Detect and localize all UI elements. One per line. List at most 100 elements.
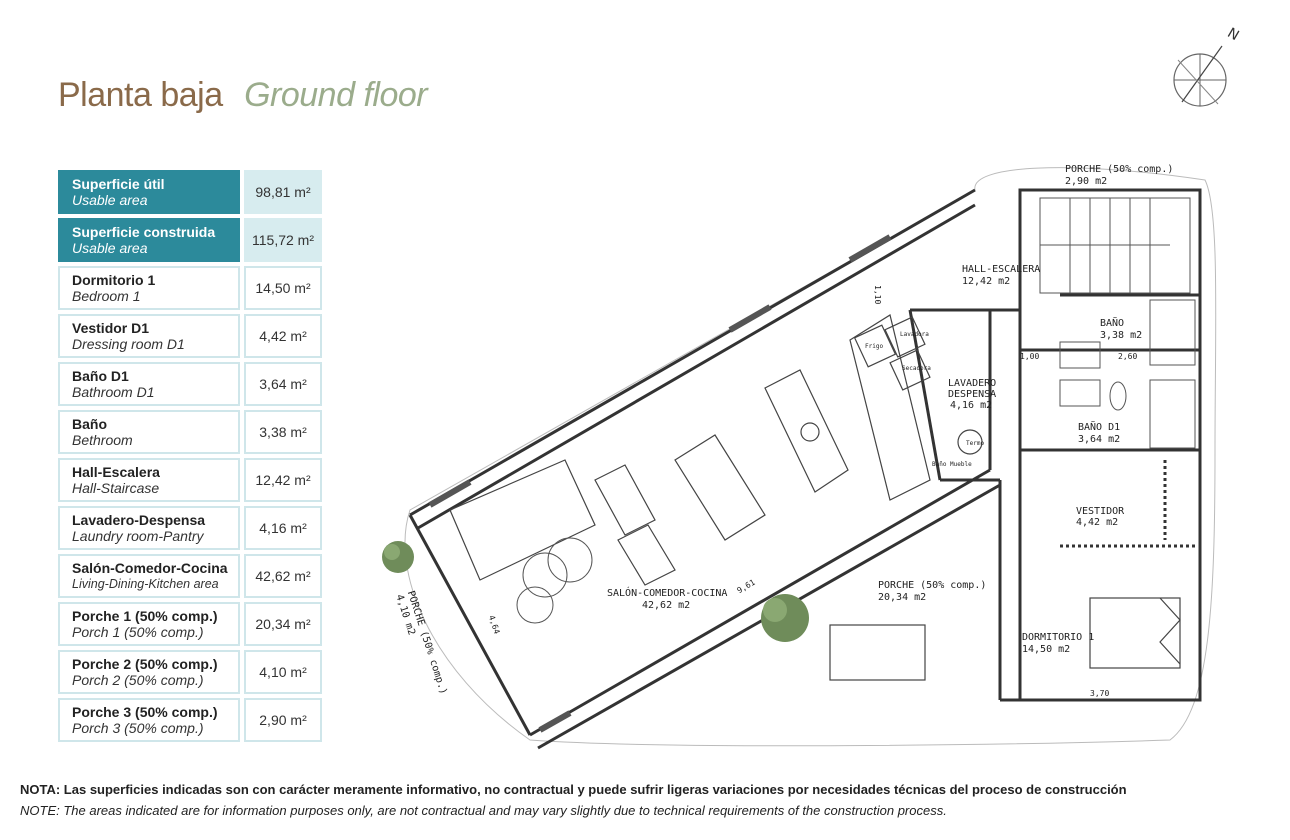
area-name-es: Superficie útil <box>72 176 165 192</box>
label-salon-area: 42,62 m2 <box>642 600 690 611</box>
area-value: 4,42 m² <box>244 314 322 358</box>
area-value: 98,81 m² <box>244 170 322 214</box>
area-row: Baño D1 Bathroom D1 3,64 m² <box>58 362 330 406</box>
area-label: Porche 3 (50% comp.) Porch 3 (50% comp.) <box>58 698 240 742</box>
sofa <box>449 459 676 586</box>
area-label: Salón-Comedor-Cocina Living-Dining-Kitch… <box>58 554 240 598</box>
area-row: Lavadero-Despensa Laundry room-Pantry 4,… <box>58 506 330 550</box>
area-row: Vestidor D1 Dressing room D1 4,42 m² <box>58 314 330 358</box>
area-row: Dormitorio 1 Bedroom 1 14,50 m² <box>58 266 330 310</box>
label-porche-left: PORCHE (50% comp.) <box>405 589 449 695</box>
appliance-label: Secadora <box>902 365 931 372</box>
right-block-walls <box>908 188 1202 702</box>
area-name-en: Porch 3 (50% comp.) <box>72 720 204 736</box>
title-english: Ground floor <box>244 76 428 114</box>
label-hall: HALL-ESCALERA <box>962 264 1040 275</box>
coffee-tables <box>516 537 593 624</box>
appliance-label: Frigo <box>865 343 883 350</box>
area-label: Dormitorio 1 Bedroom 1 <box>58 266 240 310</box>
label-despensa: DESPENSA <box>948 389 996 400</box>
label-bano-d1: BAÑO D1 <box>1078 420 1120 433</box>
appliance-label: Baño Mueble <box>932 461 972 468</box>
area-name-en: Bedroom 1 <box>72 288 141 304</box>
area-name-es: Porche 1 (50% comp.) <box>72 608 218 624</box>
area-row: Salón-Comedor-Cocina Living-Dining-Kitch… <box>58 554 330 598</box>
dining-table <box>674 434 766 541</box>
label-lavadero: LAVADERO <box>948 378 996 389</box>
label-salon: SALÓN-COMEDOR-COCINA <box>607 586 727 599</box>
dimension-label: 2,60 <box>1118 352 1137 361</box>
area-name-es: Baño <box>72 416 107 432</box>
area-name-es: Porche 2 (50% comp.) <box>72 656 218 672</box>
window-segments <box>428 234 892 733</box>
area-name-en: Usable area <box>72 240 148 256</box>
label-bano-area: 3,38 m2 <box>1100 330 1142 341</box>
area-name-es: Hall-Escalera <box>72 464 160 480</box>
bed <box>1089 597 1181 669</box>
area-row: Porche 1 (50% comp.) Porch 1 (50% comp.)… <box>58 602 330 646</box>
area-name-es: Superficie construida <box>72 224 216 240</box>
area-value: 42,62 m² <box>244 554 322 598</box>
tree-icon <box>382 541 809 642</box>
area-value: 20,34 m² <box>244 602 322 646</box>
area-row: Baño Bethroom 3,38 m² <box>58 410 330 454</box>
label-porche-top-area: 2,90 m2 <box>1065 176 1107 187</box>
area-row: Porche 3 (50% comp.) Porch 3 (50% comp.)… <box>58 698 330 742</box>
area-name-en: Porch 2 (50% comp.) <box>72 672 204 688</box>
page-title: Planta baja Ground floor <box>58 76 428 115</box>
area-value: 2,90 m² <box>244 698 322 742</box>
area-value: 3,38 m² <box>244 410 322 454</box>
area-label: Porche 2 (50% comp.) Porch 2 (50% comp.) <box>58 650 240 694</box>
label-porche-mid-area: 20,34 m2 <box>878 592 926 603</box>
area-value: 3,64 m² <box>244 362 322 406</box>
area-value: 115,72 m² <box>244 218 322 262</box>
area-label: Superficie útil Usable area <box>58 170 240 214</box>
kitchen <box>764 314 983 501</box>
area-name-es: Baño D1 <box>72 368 129 384</box>
area-row: Superficie útil Usable area 98,81 m² <box>58 170 330 214</box>
area-name-es: Porche 3 (50% comp.) <box>72 704 218 720</box>
appliance-label: Lavadora <box>900 331 929 338</box>
area-table: Superficie útil Usable area 98,81 m² Sup… <box>58 170 330 746</box>
dimension-label: 4,64 <box>487 614 502 635</box>
area-value: 14,50 m² <box>244 266 322 310</box>
area-label: Baño Bethroom <box>58 410 240 454</box>
label-porche-mid: PORCHE (50% comp.) <box>878 580 986 591</box>
area-name-es: Dormitorio 1 <box>72 272 156 288</box>
living-walls <box>408 188 1001 750</box>
dimension-label: 1,10 <box>873 285 882 304</box>
dimension-label: 1,00 <box>1020 352 1039 361</box>
area-row: Superficie construida Usable area 115,72… <box>58 218 330 262</box>
label-bano: BAÑO <box>1100 316 1124 329</box>
area-label: Porche 1 (50% comp.) Porch 1 (50% comp.) <box>58 602 240 646</box>
label-bano-d1-area: 3,64 m2 <box>1078 434 1120 445</box>
area-label: Vestidor D1 Dressing room D1 <box>58 314 240 358</box>
outdoor-table <box>829 624 926 681</box>
garden-outline <box>404 167 1217 747</box>
note-english: NOTE: The areas indicated are for inform… <box>20 803 947 818</box>
area-value: 12,42 m² <box>244 458 322 502</box>
area-name-en: Porch 1 (50% comp.) <box>72 624 204 640</box>
area-name-en: Bethroom <box>72 432 133 448</box>
area-name-en: Laundry room-Pantry <box>72 528 204 544</box>
label-dormitorio: DORMITORIO 1 <box>1022 632 1094 643</box>
area-name-en: Living-Dining-Kitchen area <box>72 577 219 591</box>
wardrobe <box>1060 460 1195 548</box>
label-vestidor: VESTIDOR <box>1076 506 1125 517</box>
label-dormitorio-area: 14,50 m2 <box>1022 644 1070 655</box>
area-name-en: Hall-Staircase <box>72 480 160 496</box>
area-name-en: Dressing room D1 <box>72 336 185 352</box>
area-value: 4,16 m² <box>244 506 322 550</box>
label-vestidor-area: 4,42 m2 <box>1076 517 1118 528</box>
area-name-es: Salón-Comedor-Cocina <box>72 560 228 576</box>
area-row: Porche 2 (50% comp.) Porch 2 (50% comp.)… <box>58 650 330 694</box>
dimension-label: 3,70 <box>1090 689 1109 698</box>
title-spanish: Planta baja <box>58 76 223 114</box>
appliance-label: Termo <box>966 440 984 447</box>
label-porche-top: PORCHE (50% comp.) <box>1065 164 1173 175</box>
area-value: 4,10 m² <box>244 650 322 694</box>
note-spanish: NOTA: Las superficies indicadas son con … <box>20 782 1127 797</box>
area-label: Superficie construida Usable area <box>58 218 240 262</box>
area-name-es: Lavadero-Despensa <box>72 512 206 528</box>
notes: NOTA: Las superficies indicadas son con … <box>20 782 1280 818</box>
